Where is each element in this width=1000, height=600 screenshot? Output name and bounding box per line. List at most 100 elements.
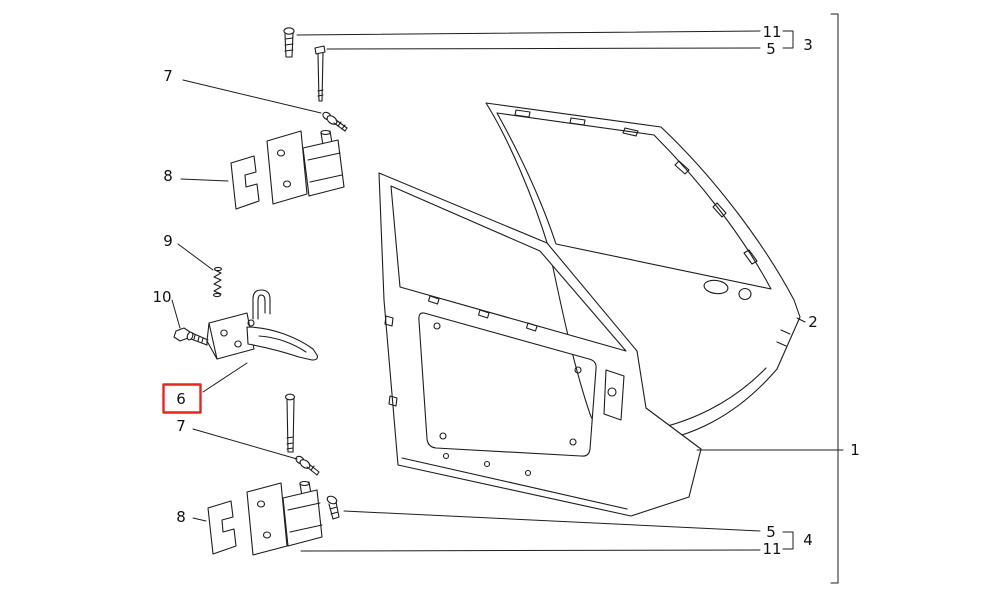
leader-11-top: [296, 30, 761, 36]
upper-short-screw: [283, 27, 295, 58]
diagram-lines: [162, 13, 844, 584]
leader-5-top: [326, 47, 761, 50]
screw-shaft: [284, 32, 294, 58]
lock-hole: [607, 387, 617, 397]
check-strap-u-pin: [252, 289, 271, 320]
callout-label-2[interactable]: 2: [808, 313, 818, 331]
hinge-body-detail: [307, 152, 343, 183]
drain-hole: [483, 460, 491, 468]
callout-label-7-top[interactable]: 7: [163, 67, 173, 85]
screw-shaft: [306, 463, 320, 476]
lower-hinge-shim: [207, 500, 237, 555]
callout-label-9[interactable]: 9: [163, 232, 173, 250]
check-strap-bracket: [208, 312, 255, 360]
callout-label-3[interactable]: 3: [803, 36, 813, 54]
bolt-shaft: [286, 398, 295, 453]
callout-labels: 11 5 3 7 8 9 10 6 7 8 2 1 5 11 4: [152, 23, 859, 558]
leader-7-bottom: [192, 428, 298, 460]
leader-9: [177, 243, 214, 271]
screw-washer: [326, 115, 338, 125]
callout-label-8-bottom[interactable]: 8: [176, 508, 186, 526]
leader-10: [171, 299, 181, 329]
cutout-hole: [569, 438, 577, 446]
callout-label-5-bottom[interactable]: 5: [766, 523, 776, 541]
lower-hinge: [246, 480, 323, 556]
bolt-head: [284, 393, 296, 401]
shim-plate: [230, 155, 260, 210]
door-lock-cutout: [738, 287, 752, 301]
bolt-shaft: [190, 332, 209, 346]
callout-leaders: [171, 13, 844, 584]
callout-label-4[interactable]: 4: [803, 531, 813, 549]
inner-door-sill-line: [401, 457, 628, 510]
screw-head: [283, 27, 295, 35]
drain-hole: [524, 469, 532, 477]
leader-6: [202, 362, 248, 393]
callout-label-6[interactable]: 6: [176, 390, 186, 408]
spring: [212, 266, 223, 298]
callout-label-10[interactable]: 10: [152, 288, 171, 306]
inner-door-outline: [378, 172, 702, 517]
cutout-hole: [574, 366, 582, 374]
leader-11-bottom: [300, 549, 761, 552]
screw-shaft: [328, 501, 340, 520]
check-strap-roller: [247, 319, 255, 327]
cutout-hole: [439, 432, 447, 440]
inner-door-panel: [378, 172, 702, 517]
door-check-strap: [206, 289, 318, 361]
bracket-hole: [234, 340, 242, 348]
upper-hinge-shim: [230, 155, 260, 210]
leader-8-bottom: [192, 517, 207, 522]
upper-hinge-screw: [322, 111, 348, 132]
spring-end: [212, 292, 222, 298]
bracket-hole: [220, 329, 228, 337]
upper-long-bolt: [314, 45, 326, 102]
hinge-hole: [256, 500, 266, 508]
leader-8-top: [180, 178, 229, 182]
hinge-body-leaf: [302, 139, 345, 197]
check-strap-arm-slot: [258, 335, 307, 353]
check-strap-bracket-flange: [206, 322, 218, 360]
hinge-hole: [262, 531, 272, 539]
outer-door-rear-marks: [776, 329, 791, 347]
leader-7-top: [182, 79, 322, 114]
hinge-door-leaf: [266, 130, 308, 205]
screw-washer: [299, 459, 311, 469]
lower-short-screw: [326, 495, 340, 520]
callout-label-11-bottom[interactable]: 11: [762, 540, 781, 558]
group-bracket-4: [782, 531, 794, 550]
callout-label-11-top[interactable]: 11: [762, 23, 781, 41]
callout-label-7-bottom[interactable]: 7: [176, 417, 186, 435]
window-frame-seal-clips: [514, 109, 758, 265]
door-handle-cutout: [703, 279, 729, 295]
screw-shaft: [333, 119, 348, 132]
hinge-pin-cap: [299, 480, 310, 487]
spring-coil: [213, 269, 222, 295]
callout-label-8-top[interactable]: 8: [163, 167, 173, 185]
hinge-door-leaf: [246, 482, 288, 556]
check-strap-bolt: [173, 327, 209, 346]
assembly-bracket: [830, 13, 839, 584]
bolt-head: [314, 45, 326, 55]
hinge-pin-cap: [320, 129, 331, 136]
lower-hinge-screw: [295, 455, 320, 476]
hinge-hole: [276, 149, 286, 157]
hinge-hole: [282, 180, 292, 188]
drain-hole: [442, 452, 450, 460]
front-edge-clips: [384, 315, 398, 407]
check-strap-arm: [246, 326, 318, 361]
group-bracket-3: [782, 30, 794, 49]
leader-5-bottom: [343, 510, 761, 532]
leader-2: [796, 317, 806, 323]
bolt-shaft: [317, 52, 324, 102]
callout-label-5-top[interactable]: 5: [766, 40, 776, 58]
shim-plate: [207, 500, 237, 555]
bolt-washer: [186, 331, 194, 341]
callout-label-1[interactable]: 1: [850, 441, 860, 459]
spring-end: [213, 266, 223, 272]
lower-long-bolt: [284, 393, 296, 453]
selected-callout-highlight: [162, 383, 202, 414]
hinge-body-detail: [287, 502, 323, 533]
